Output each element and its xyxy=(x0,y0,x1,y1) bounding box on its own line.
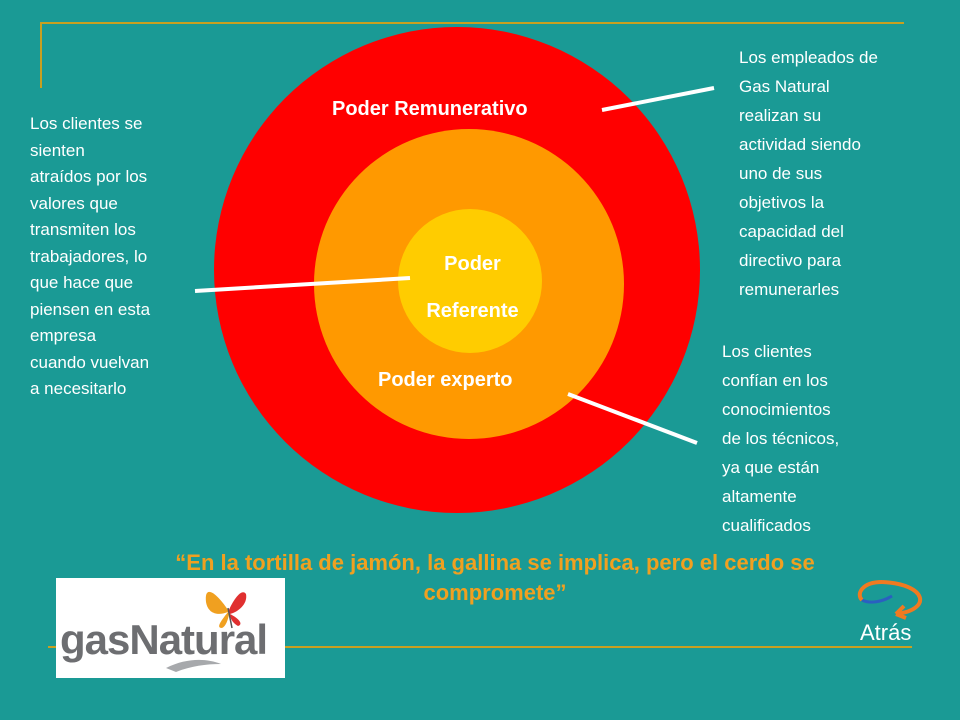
callout-line: valores que xyxy=(30,193,118,213)
callout-remunerative-power: Los empleados de Gas Natural realizan su… xyxy=(739,43,878,304)
logo-swoosh xyxy=(166,659,221,672)
callout-line: transmiten los xyxy=(30,220,136,239)
butterfly-icon xyxy=(205,591,247,629)
callout-line: de los técnicos, xyxy=(722,429,840,448)
callout-line: uno de sus xyxy=(739,164,823,183)
quote-text: “En la tortilla de jamón, la gallina se … xyxy=(90,548,900,608)
label-poder-referente: Poder Referente xyxy=(405,241,540,335)
label-poder-referente-line1: Poder xyxy=(444,253,501,275)
callout-line: Los clientes se xyxy=(30,114,143,133)
back-button[interactable] xyxy=(848,576,932,646)
top-frame-line xyxy=(40,22,904,24)
callout-line: Los clientes xyxy=(722,342,812,361)
quote-line-1: “En la tortilla de jamón, la gallina se … xyxy=(175,550,815,575)
connector-remunerative xyxy=(601,86,715,112)
callout-line: empresa xyxy=(30,326,97,345)
callout-line: a necesitarlo xyxy=(30,379,127,398)
callout-line: capacidad del xyxy=(739,222,844,241)
callout-line: conocimientos xyxy=(722,400,831,419)
callout-line: realizan su xyxy=(739,106,822,125)
callout-line: trabajadores, lo xyxy=(30,246,148,266)
callout-line: confían en los xyxy=(722,371,828,390)
logo-wordmark: gasNatural xyxy=(60,616,267,663)
left-frame-line xyxy=(40,22,42,88)
quote-line-2: compromete” xyxy=(423,580,567,605)
callout-line: cualificados xyxy=(722,516,811,535)
callout-line: directivo para xyxy=(739,251,842,270)
callout-line: atraídos por los xyxy=(30,167,148,186)
callout-line: que hace que xyxy=(30,273,134,292)
callout-line: actividad siendo xyxy=(739,135,861,154)
connector-expert xyxy=(567,392,698,445)
callout-line: piensen en esta xyxy=(30,299,151,319)
back-label[interactable]: Atrás xyxy=(860,620,912,645)
callout-line: altamente xyxy=(722,487,797,506)
gas-natural-logo: gasNatural xyxy=(56,578,285,678)
label-poder-referente-line2: Referente xyxy=(426,300,519,322)
callout-line: sienten xyxy=(30,140,85,160)
callout-line: objetivos la xyxy=(739,193,825,212)
return-arrow-icon xyxy=(857,580,923,620)
logo-graphic: gasNatural xyxy=(60,591,268,672)
callout-referent-power: Los clientes se sienten atraídos por los… xyxy=(30,111,150,403)
callout-line: remunerarles xyxy=(739,280,840,299)
connector-referent xyxy=(194,276,411,293)
inner-circle-referent xyxy=(398,209,542,353)
label-poder-remunerativo: Poder Remunerativo xyxy=(332,98,528,120)
bottom-frame-line xyxy=(48,646,912,648)
callout-line: ya que están xyxy=(722,458,820,477)
label-poder-experto: Poder experto xyxy=(378,369,513,391)
callout-line: cuando vuelvan xyxy=(30,352,150,372)
callout-line: Los empleados de xyxy=(739,48,878,67)
callout-line: Gas Natural xyxy=(739,77,830,96)
callout-expert-power: Los clientes confían en los conocimiento… xyxy=(722,337,839,540)
